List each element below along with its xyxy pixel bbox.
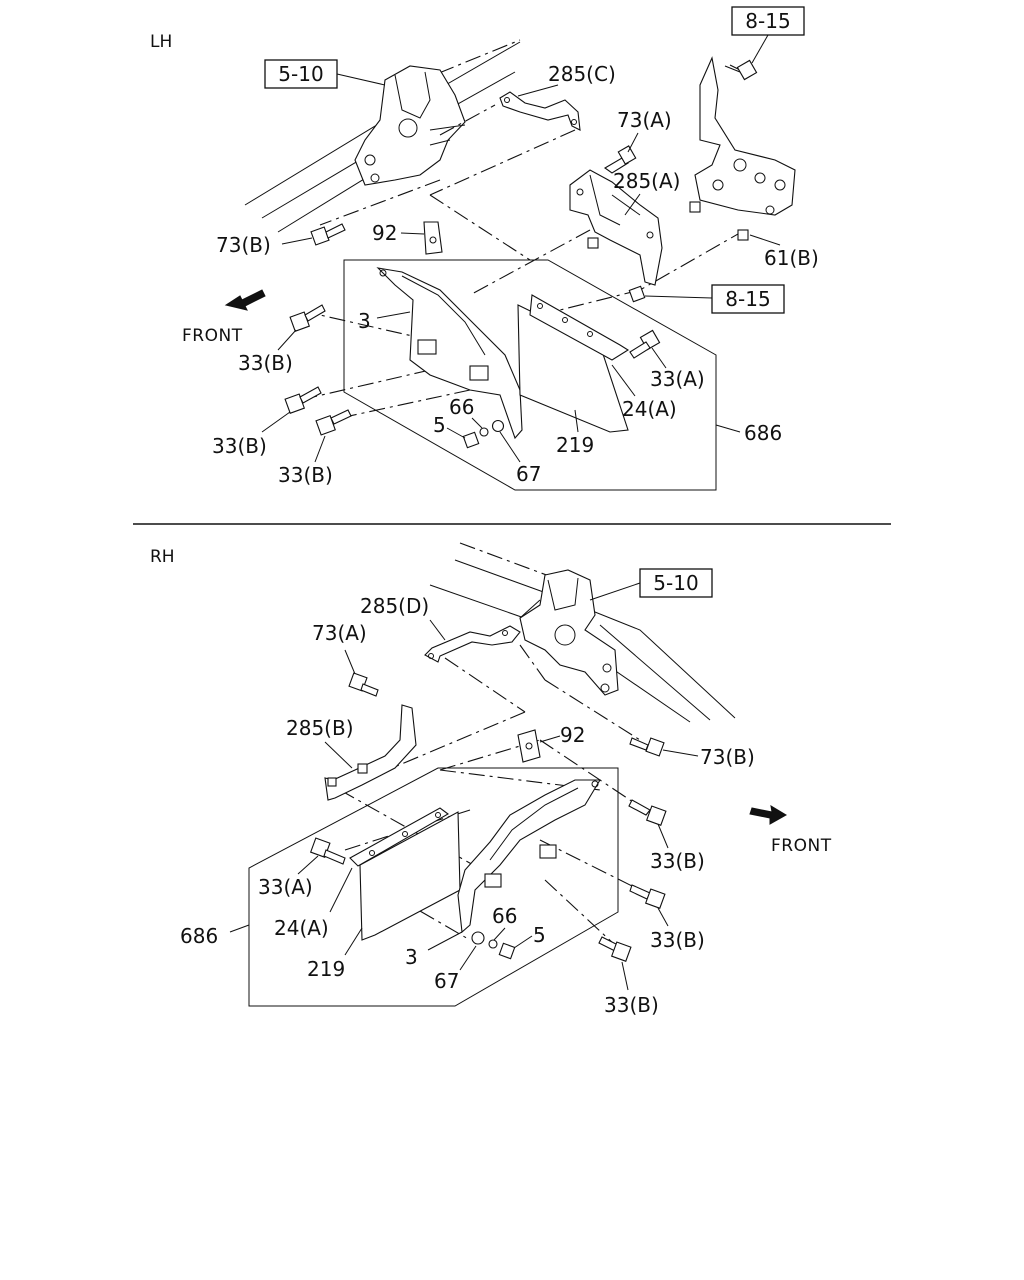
rh-assembly-686-outline (248, 767, 619, 1007)
lh-label-33b-2: 33(B) (212, 434, 267, 458)
lh-ref-8-15-top-box[interactable]: 8-15 (731, 6, 805, 36)
lh-ref-8-15-mid-label: 8-15 (725, 287, 770, 311)
rh-washer-67 (471, 931, 485, 945)
lh-label-73a: 73(A) (617, 108, 672, 132)
lh-label-61b: 61(B) (764, 246, 819, 270)
rh-label-33b-3: 33(B) (604, 993, 659, 1017)
lh-bolt-33b-2 (284, 386, 322, 414)
lh-label-285a: 285(A) (613, 169, 680, 193)
rh-bracket-285d (424, 625, 521, 663)
rh-ref-5-10-box[interactable]: 5-10 (639, 568, 713, 598)
lh-label-73b: 73(B) (216, 233, 271, 257)
rh-bolt-73b (629, 737, 665, 757)
lh-label-285c: 285(C) (548, 62, 616, 86)
rh-label-66: 66 (492, 904, 517, 928)
rh-bolt-33b-3 (598, 936, 632, 962)
lh-bracket-285c (499, 91, 581, 131)
lh-label-686: 686 (744, 421, 782, 445)
rh-side-label: RH (150, 547, 175, 567)
rh-section: RH 5-10 285(D) (150, 542, 832, 1017)
rh-label-5: 5 (533, 923, 546, 947)
lh-washer-67 (491, 419, 505, 433)
lh-ref-8-15-top-label: 8-15 (745, 9, 790, 33)
rh-bracket-285b (324, 704, 417, 801)
rh-bolt-33a (309, 837, 346, 865)
rh-label-285d: 285(D) (360, 594, 429, 618)
rh-label-33b-2: 33(B) (650, 928, 705, 952)
lh-ref-5-10-box[interactable]: 5-10 (264, 59, 338, 89)
rh-label-67: 67 (434, 969, 459, 993)
lh-side-label: LH (150, 32, 172, 52)
lh-front-arrow-icon (224, 289, 266, 311)
rh-mudguard-bracket-3 (457, 779, 601, 934)
lh-bolt-8-15-top (724, 59, 758, 81)
rh-washer-66 (488, 939, 498, 949)
rh-bolt-73a (348, 672, 379, 697)
rh-label-219: 219 (307, 957, 345, 981)
lh-bolt-33a (629, 329, 661, 359)
lh-mudguard-bracket-3 (376, 267, 523, 440)
rh-nut-5 (498, 942, 516, 960)
lh-bracket-285a (569, 169, 663, 286)
lh-label-33b-1: 33(B) (238, 351, 293, 375)
rh-mudflap-219 (349, 807, 461, 941)
lh-ref-5-10-label: 5-10 (278, 62, 323, 86)
rh-front-label: FRONT (771, 836, 832, 856)
rh-label-285b: 285(B) (286, 716, 354, 740)
rh-label-73a: 73(A) (312, 621, 367, 645)
lh-washer-66 (479, 427, 489, 437)
lh-nut-8-15-mid (628, 285, 646, 303)
rh-bolt-33b-1 (628, 799, 667, 826)
rh-label-73b: 73(B) (700, 745, 755, 769)
lh-bolt-33b-1 (289, 304, 326, 332)
rh-label-3: 3 (405, 945, 418, 969)
lh-bolt-73b (310, 223, 346, 246)
lh-clip-92 (423, 221, 443, 255)
lh-label-67: 67 (516, 462, 541, 486)
lh-bracket-61b (689, 56, 796, 241)
lh-bolt-33b-3 (315, 409, 352, 436)
lh-bolt-73a (603, 145, 637, 174)
rh-front-arrow-icon (749, 805, 787, 825)
lh-ref-8-15-mid-box[interactable]: 8-15 (711, 284, 785, 314)
rh-bolt-33b-2 (629, 884, 666, 909)
lh-label-33a: 33(A) (650, 367, 705, 391)
lh-label-92: 92 (372, 221, 397, 245)
rh-label-686: 686 (180, 924, 218, 948)
lh-assembly-686-outline (343, 259, 717, 491)
lh-nut-5 (462, 431, 480, 449)
rh-spring-hanger (519, 569, 619, 696)
rh-clip-92 (517, 729, 541, 763)
rh-label-92: 92 (560, 723, 585, 747)
rh-label-33b-1: 33(B) (650, 849, 705, 873)
rh-label-24a: 24(A) (274, 916, 329, 940)
rh-ref-5-10-label: 5-10 (653, 571, 698, 595)
lh-section: LH 5-10 285(C) (150, 6, 819, 491)
lh-label-24a: 24(A) (622, 397, 677, 421)
lh-mudflap-219 (517, 294, 630, 433)
lh-label-219: 219 (556, 433, 594, 457)
lh-label-66: 66 (449, 395, 474, 419)
lh-label-5: 5 (433, 413, 446, 437)
lh-spring-hanger (354, 65, 466, 186)
lh-label-3: 3 (358, 309, 371, 333)
rh-label-33a: 33(A) (258, 875, 313, 899)
lh-label-33b-3: 33(B) (278, 463, 333, 487)
lh-front-label: FRONT (182, 326, 243, 346)
